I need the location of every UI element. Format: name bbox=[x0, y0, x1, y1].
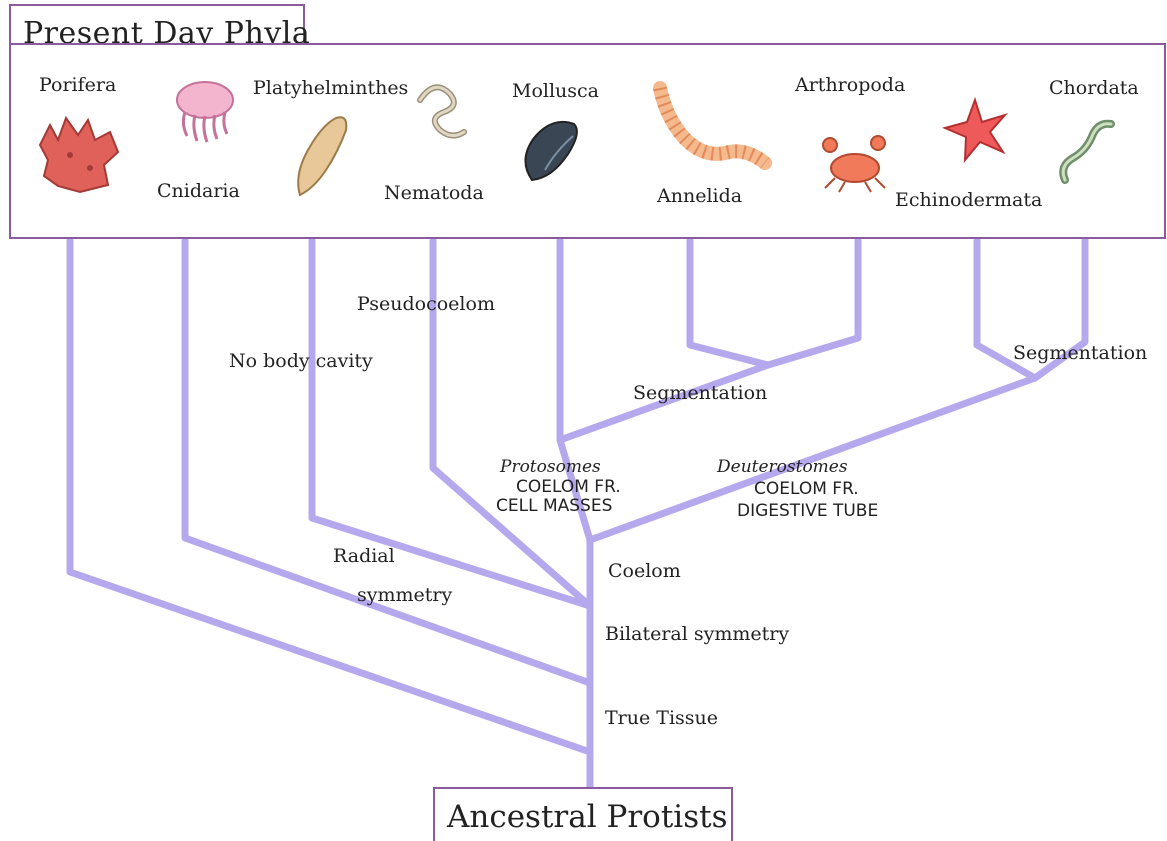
label-chordata: Chordata bbox=[1049, 77, 1139, 99]
label-segmentation-deuterostome: Segmentation bbox=[1013, 342, 1147, 364]
root-label: Ancestral Protists bbox=[447, 799, 727, 835]
label-cnidaria: Cnidaria bbox=[157, 180, 240, 202]
label-protostomes-line1: COELOM FR. bbox=[516, 477, 621, 497]
segmented-worm-icon bbox=[660, 88, 765, 163]
label-annelida: Annelida bbox=[657, 185, 742, 207]
label-nematoda: Nematoda bbox=[384, 182, 484, 204]
label-bilateral-symmetry: Bilateral symmetry bbox=[605, 623, 789, 645]
roundworm-icon bbox=[420, 87, 464, 135]
label-arthropoda: Arthropoda bbox=[795, 74, 905, 96]
label-no-body-cavity: No body cavity bbox=[229, 350, 373, 372]
label-deuterostomes: Deuterostomes bbox=[717, 457, 848, 477]
label-symmetry: symmetry bbox=[357, 584, 452, 606]
label-deuterostomes-line1: COELOM FR. bbox=[754, 479, 859, 499]
label-protostomes: Protosomes bbox=[500, 457, 601, 477]
crab-icon bbox=[823, 136, 885, 192]
label-protostomes-line2: CELL MASSES bbox=[496, 496, 612, 516]
sponge-icon bbox=[40, 118, 118, 192]
starfish-icon bbox=[945, 100, 1005, 160]
label-coelom: Coelom bbox=[608, 560, 681, 582]
label-segmentation-protostome: Segmentation bbox=[633, 382, 767, 404]
mussel-icon bbox=[525, 122, 576, 180]
label-radial: Radial bbox=[333, 545, 395, 567]
label-deuterostomes-line2: DIGESTIVE TUBE bbox=[737, 501, 878, 521]
salamander-icon bbox=[1063, 124, 1111, 180]
root-box: Ancestral Protists bbox=[433, 787, 733, 841]
jellyfish-icon bbox=[177, 82, 233, 142]
label-echinodermata: Echinodermata bbox=[895, 189, 1042, 211]
label-platyhelminthes: Platyhelminthes bbox=[253, 77, 408, 99]
label-true-tissue: True Tissue bbox=[605, 707, 718, 729]
flatworm-icon bbox=[298, 117, 346, 195]
label-mollusca: Mollusca bbox=[512, 80, 599, 102]
label-pseudocoelom: Pseudocoelom bbox=[357, 293, 495, 315]
label-porifera: Porifera bbox=[39, 74, 116, 96]
